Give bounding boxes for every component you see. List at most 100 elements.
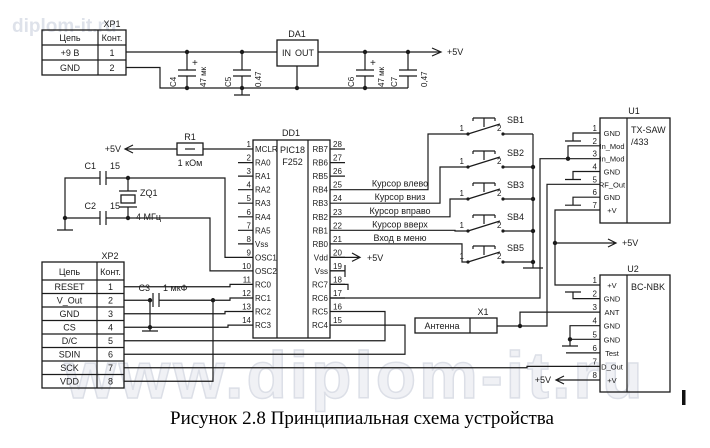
signal-cursor-down: Курсор вниз: [375, 192, 426, 202]
dd1-body: [252, 139, 331, 339]
u1-part2: /433: [631, 137, 649, 147]
sb-pin2: 2: [497, 189, 502, 198]
power-labels: +5V +5V +5V +5V +5V: [105, 47, 639, 385]
dd1-pin-name: OSC2: [255, 267, 277, 276]
dd1-pin-num: 11: [243, 275, 252, 284]
r1-labels: R1 1 кОм ZQ1 4 МГц: [136, 132, 202, 222]
u1-pin-num: 5: [593, 175, 598, 184]
c4-val: 47 мк: [199, 66, 208, 87]
sb-pin1: 1: [460, 221, 465, 230]
c6-val: 47 мк: [377, 66, 386, 87]
dd1-pin-name: RB5: [312, 172, 328, 181]
dd1-pin-name: RA5: [255, 226, 271, 235]
watermark-bottom: www.diplom-it.ru: [64, 338, 646, 412]
xp2-row-circuit: GND: [60, 309, 81, 319]
u1-body: [599, 117, 671, 224]
u2-ref: U2: [627, 264, 639, 274]
xp2-row-contact: 7: [108, 363, 113, 373]
u2-pin-name: +V: [607, 281, 616, 290]
dd1-pin-name: RB2: [312, 213, 328, 222]
r1-val: 1 кОм: [178, 158, 203, 168]
dd1-pin-num: 26: [333, 167, 342, 176]
v5-r1: +5V: [105, 144, 121, 154]
u2-body: [599, 274, 671, 393]
sb4-ref: SB4: [507, 212, 524, 222]
xp2-row-circuit: SCK: [60, 363, 79, 373]
dd1-pin-name: RB7: [312, 145, 328, 154]
dd1-pin-num: 5: [247, 194, 252, 203]
dd1-pin-name: RA1: [255, 172, 271, 181]
u1-pin-name: In_Mod: [599, 142, 624, 151]
dd1-pin-num: 20: [333, 248, 342, 257]
u2-pin-num: 3: [593, 303, 598, 312]
da1-in: IN: [282, 48, 291, 58]
xp1-row-circuit: +9 В: [61, 48, 80, 58]
u2-pin-name: GND: [604, 322, 621, 331]
dd1-pin-num: 14: [242, 316, 251, 325]
v5-u2: +5V: [535, 375, 551, 385]
c4-plus: +: [192, 58, 198, 69]
xp1-col-circuit: Цепь: [59, 33, 81, 43]
dd1-pin-num: 13: [242, 303, 251, 312]
signal-cursor-up: Курсор вверх: [372, 219, 428, 229]
dd1-pin-name: RA2: [255, 186, 271, 195]
signal-labels: Курсор влево Курсор вниз Курсор вправо К…: [369, 179, 430, 243]
xp2-row-circuit: V_Out: [57, 296, 83, 306]
dd1-pin-name: RC3: [255, 321, 272, 330]
c6-plus: +: [370, 58, 376, 69]
figure-caption: Рисунок 2.8 Принципиальная схема устройс…: [170, 408, 554, 429]
xp1-col-contact: Конт.: [102, 33, 123, 43]
xp2-row-circuit: CS: [63, 323, 76, 333]
sb5-ref: SB5: [507, 243, 524, 253]
u2-pin-num: 8: [593, 371, 598, 380]
c7-val: 0,47: [420, 71, 429, 87]
xp2-row-contact: 2: [108, 296, 113, 306]
u2-pin-num: 7: [593, 357, 598, 366]
xp2-row-contact: 6: [108, 350, 113, 360]
dd1-pin-name: Vss: [315, 267, 328, 276]
xp2-row-contact: 4: [108, 323, 113, 333]
sb2-ref: SB2: [507, 148, 524, 158]
xp1-row-contact: 2: [109, 63, 114, 73]
xp2-row-circuit: VDD: [60, 377, 80, 387]
dd1-pin-num: 18: [333, 275, 342, 284]
dd1-pin-name: RC1: [255, 294, 272, 303]
v5-u1u2: +5V: [622, 238, 638, 248]
xp2-row-contact: 1: [108, 282, 113, 292]
zq1-body: [120, 194, 136, 204]
dd1-pin-name: RB1: [312, 226, 328, 235]
scan-artifact-bar: [682, 390, 686, 405]
c6-ref: C6: [347, 76, 356, 87]
u1-pin-num: 3: [593, 150, 598, 159]
dd1-pin-name: RB0: [312, 240, 328, 249]
xp1-labels: XP1 Цепь Конт. +9 В 1 GND 2: [59, 19, 122, 73]
dd1-part2: F252: [282, 157, 303, 167]
dd1-pin-name: RA0: [255, 159, 271, 168]
dd1-pin-num: 4: [247, 181, 252, 190]
dd1-pin-num: 19: [333, 262, 342, 271]
xp2-col-circuit: Цепь: [59, 267, 81, 277]
c1-val: 15: [110, 161, 120, 171]
zq1-val: 4 МГц: [136, 212, 161, 222]
cap-labels: C4 47 мк + C5 0,47 C6 47 мк + C7 0,47 C1…: [84, 58, 429, 293]
component-bodies: [41, 29, 686, 405]
dd1-pin-num: 21: [333, 235, 342, 244]
xp2-row-circuit: SDIN: [59, 350, 81, 360]
dd1-pin-num: 6: [247, 208, 252, 217]
signal-menu-enter: Вход в меню: [373, 233, 426, 243]
u2-pin-name: Test: [605, 349, 620, 358]
dd1-pin-num: 15: [333, 316, 342, 325]
junction-dots: [62, 49, 573, 342]
sb-pin2: 2: [497, 252, 502, 261]
dd1-pin-name: OSC1: [255, 253, 277, 262]
c5-val: 0,47: [254, 71, 263, 87]
dd1-pin-num: 17: [333, 289, 342, 298]
dd1-pin-num: 12: [242, 289, 251, 298]
xp2-row-circuit: RESET: [54, 282, 85, 292]
c2-val: 15: [110, 201, 120, 211]
dd1-pin-name: RB3: [312, 199, 328, 208]
dd1-pin-num: 28: [333, 140, 342, 149]
u1-part1: TX-SAW: [631, 125, 666, 135]
